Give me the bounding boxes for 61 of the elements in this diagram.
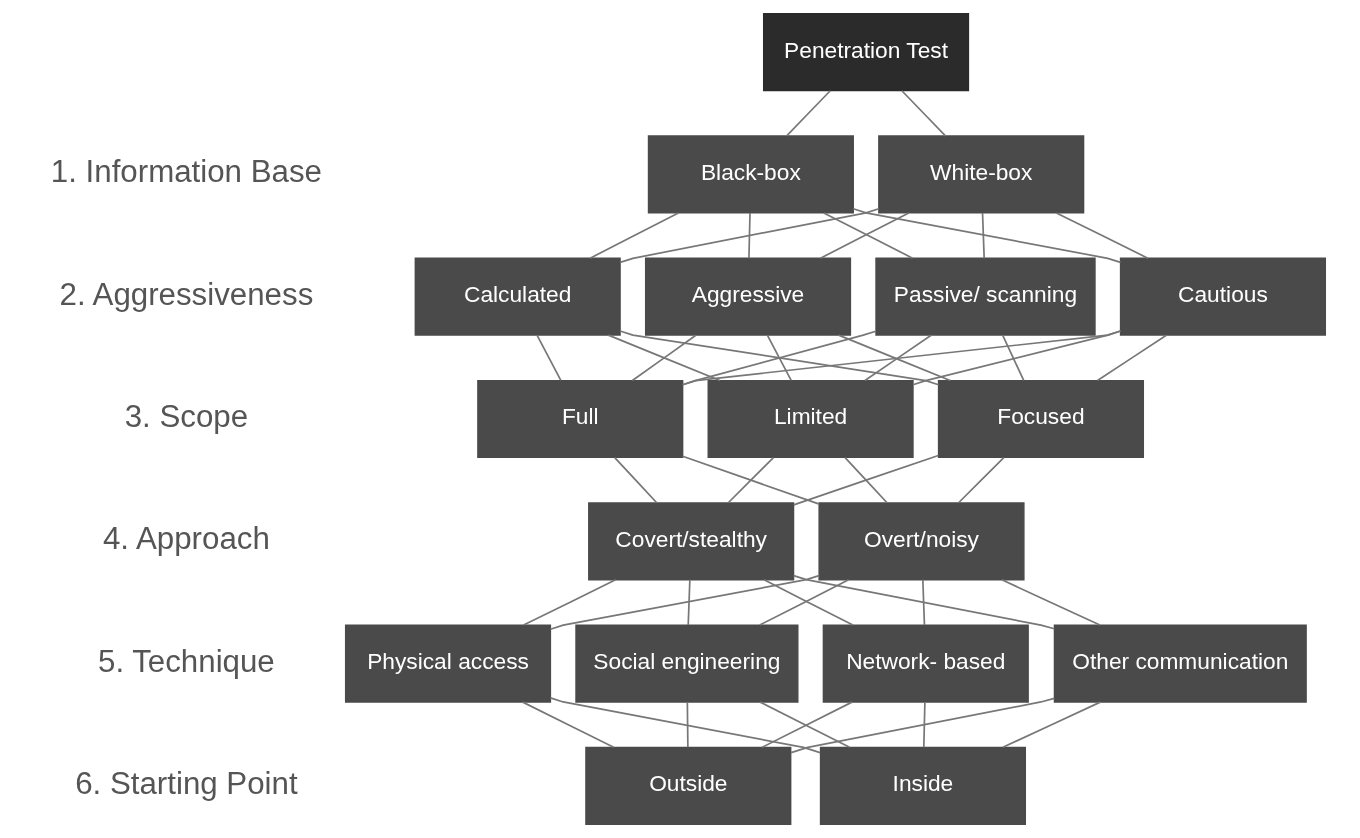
connector [681,455,819,505]
node-box: Cautious [1119,257,1326,336]
connector [618,330,939,386]
node-box: Overt/noisy [817,502,1025,581]
label: 4. Approach [102,521,270,557]
node-box: Black-box [647,135,854,214]
connector [851,207,1121,264]
connector [521,701,614,749]
label: 1. Information Base [50,154,322,190]
node-box: Inside [819,746,1026,825]
connector [837,334,951,382]
node-box: Social engineering [574,624,798,703]
connector [900,89,946,137]
connector [618,207,880,264]
node-box: Outside [584,746,791,825]
connector [1000,579,1101,626]
connector [686,579,691,626]
connector [981,212,985,260]
connector [1001,334,1025,382]
connector [1001,701,1101,749]
connector [1096,334,1167,382]
connector [843,456,888,504]
node-box: Aggressive [644,257,851,336]
node-box: Full [476,379,683,459]
node-box: Network- based [822,624,1029,703]
node-box: Passive/ scanning [874,257,1096,336]
label: 6. Starting Point [74,765,298,801]
node-box: Penetration Test [762,13,969,92]
connector [535,334,562,382]
node-box: Physical access [344,624,551,703]
connector [792,574,1055,630]
label: 3. Scope [124,398,248,434]
connector [957,456,1005,504]
connector [785,89,831,137]
node-box: White-box [877,135,1084,214]
connector [863,334,932,382]
connector [686,701,689,749]
connector [1055,212,1149,260]
connector [922,701,926,749]
connector [549,697,821,754]
connector [522,579,616,626]
connector [766,334,792,382]
connector [789,697,1055,754]
connector [911,330,1121,386]
node-box: Focused [937,379,1144,459]
connector [631,334,697,382]
node-box: Limited [707,379,914,459]
label: 2. Aggressiveness [59,276,313,312]
node-box: Covert/stealthy [587,502,794,581]
connector [588,212,679,260]
connector [549,574,820,631]
label: 5. Technique [97,643,275,679]
connector [747,212,751,260]
connector [613,456,658,504]
connector [921,579,925,626]
node-box: Calculated [414,257,621,336]
connector [792,454,939,506]
node-box: Other communication [1053,624,1307,703]
connector [607,334,721,382]
connector [681,330,1121,386]
connector [726,456,774,504]
